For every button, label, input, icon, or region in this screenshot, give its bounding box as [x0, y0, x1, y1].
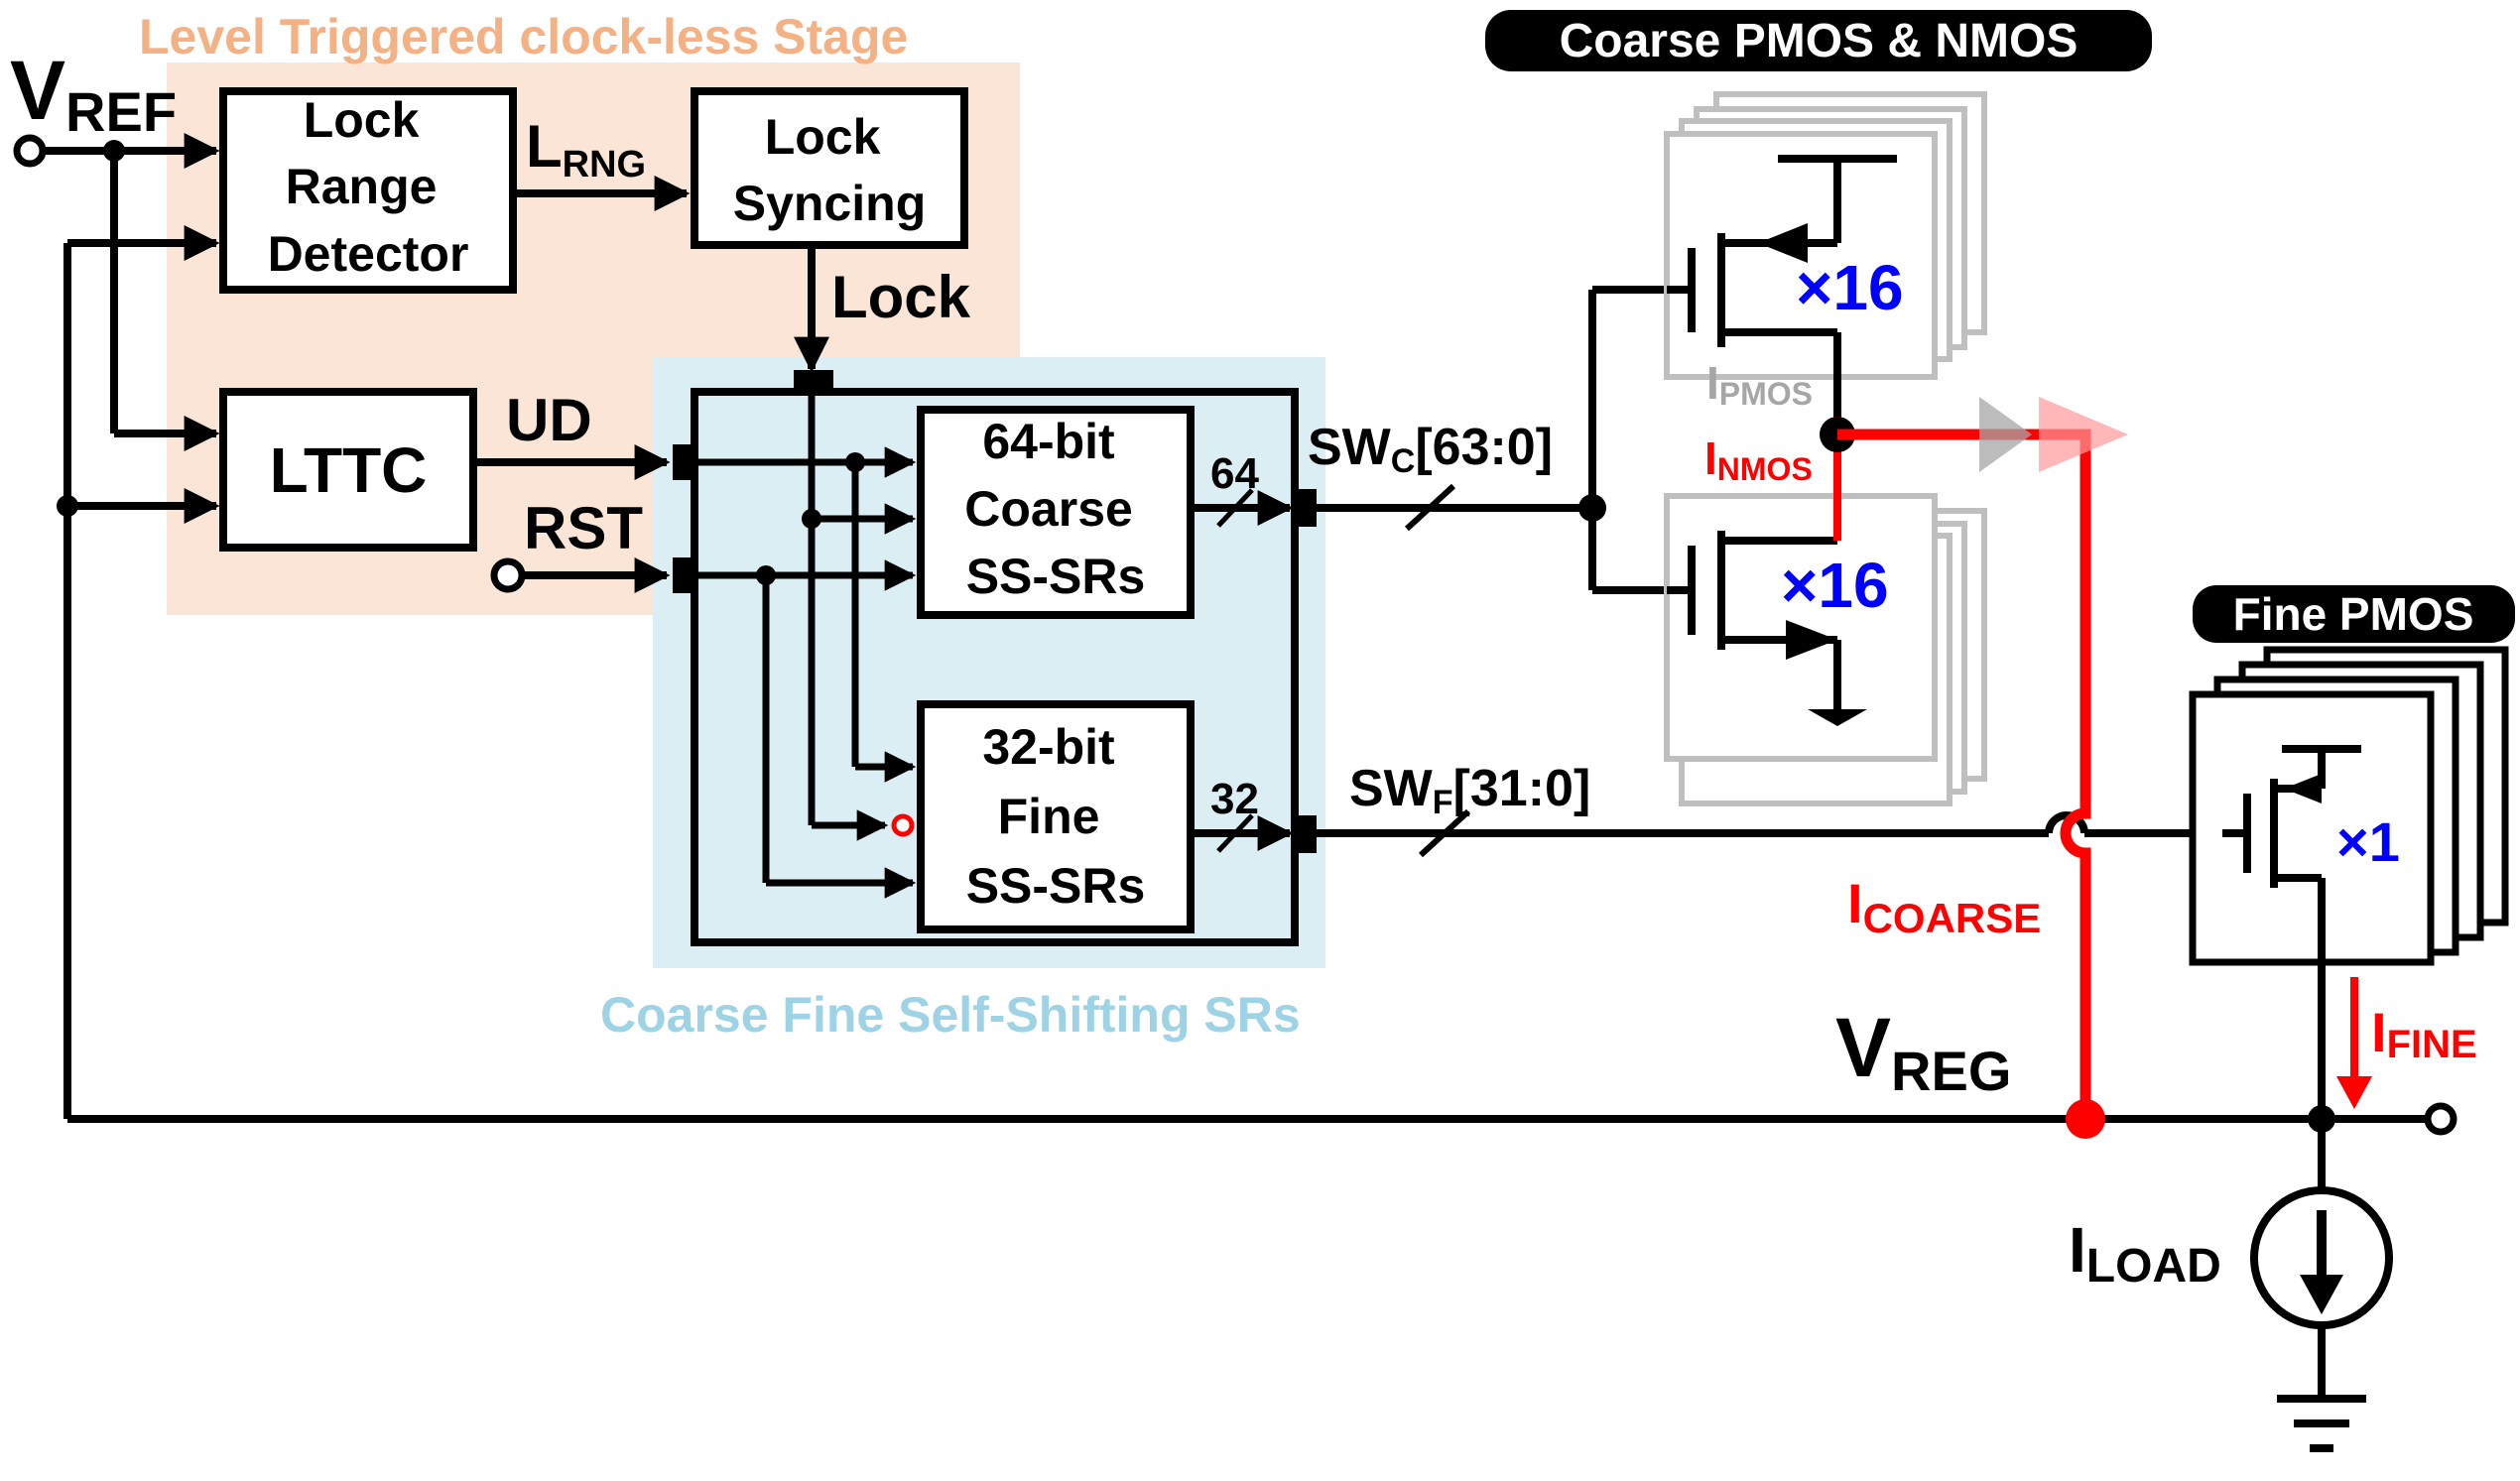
rst-terminal — [490, 557, 526, 593]
fine-sr-block — [917, 700, 1195, 933]
svg-text:Lock Syncing: Lock Syncing — [733, 109, 926, 231]
fine-title: Fine PMOS — [2233, 588, 2474, 640]
fine-pmos-arrow — [2284, 774, 2322, 803]
swf-port — [1295, 815, 1317, 853]
rst-junction — [756, 565, 776, 585]
fine-multiplier: ×1 — [2336, 810, 2400, 873]
vref-junction — [103, 140, 125, 162]
ifine-arrow — [2336, 1076, 2372, 1109]
iload-label: ILOAD — [2069, 1214, 2221, 1293]
fine-sr-line2: Fine — [998, 789, 1100, 844]
coarse-sr-line3: SS-SRs — [966, 549, 1146, 604]
vref-label: VREF — [10, 44, 177, 143]
pmos-arrow — [1758, 223, 1808, 263]
fine-sr-line1: 32-bit — [982, 719, 1115, 775]
sr-region-title: Coarse Fine Self-Shifting SRs — [600, 987, 1301, 1043]
lrng-label: LRNG — [526, 113, 646, 185]
lttc-label: LTTC — [270, 434, 428, 506]
coarse-sr-block — [917, 406, 1195, 619]
coarse-bus-width: 64 — [1210, 449, 1259, 498]
rst-label: RST — [524, 495, 643, 561]
pmos-multiplier: ×16 — [1796, 252, 1904, 323]
lock-sync-line2: Syncing — [733, 176, 926, 231]
ud-junction — [845, 452, 865, 472]
fine-bus-width: 32 — [1210, 775, 1259, 823]
swc-junction — [1578, 494, 1606, 522]
ground-symbol — [2277, 1395, 2366, 1452]
fine-title-pill — [2193, 585, 2515, 643]
pmos-current-arrow — [1979, 397, 2032, 472]
lock-junction — [802, 509, 821, 529]
sr-container — [691, 388, 1299, 946]
stage-title: Level Triggered clock-less Stage — [139, 9, 908, 64]
lock-syncing-block — [691, 87, 968, 249]
icoarse-label: ICOARSE — [1847, 872, 2041, 941]
ud-port — [673, 444, 694, 480]
fine-sr-line3: SS-SRs — [966, 858, 1146, 914]
vreg-label: VREG — [1835, 1001, 2011, 1102]
inverted-lock-bubble — [891, 813, 915, 837]
vreg-terminal — [2424, 1102, 2457, 1136]
vreg-coarse-node — [2066, 1099, 2105, 1139]
vref-terminal — [13, 134, 47, 168]
lttc-block — [219, 388, 477, 552]
nmos-ground — [1808, 709, 1867, 726]
coarse-title: Coarse PMOS & NMOS — [1560, 15, 2079, 67]
inmos-label: INMOS — [1704, 432, 1813, 487]
coarse-current-arrow — [2039, 397, 2128, 472]
lock-label: Lock — [831, 264, 971, 330]
fine-pmos-array — [2189, 646, 2509, 966]
swf-label: SWF[31:0] — [1349, 760, 1590, 821]
lock-port — [794, 370, 833, 392]
rst-port — [673, 557, 694, 593]
lock-range-line3: Detector — [268, 226, 469, 282]
icoarse-path — [1837, 429, 2091, 1119]
coarse-sr-line1: 64-bit — [982, 414, 1115, 469]
nmos-arrow — [1786, 620, 1837, 660]
svg-text:64-bit Coarse SS-SRs: 64-bit Coarse SS-SRs — [964, 414, 1146, 604]
coarse-sr-line2: Coarse — [964, 481, 1133, 537]
load-current-arrow — [2300, 1275, 2343, 1314]
ifine-label: IFINE — [2371, 1001, 2477, 1066]
nmos-multiplier: ×16 — [1781, 550, 1889, 621]
swc-label: SWC[63:0] — [1308, 419, 1553, 480]
svg-text:32-bit Fine SS-SRs: 32-bit Fine SS-SRs — [966, 719, 1146, 914]
coarse-title-pill — [1485, 10, 2152, 71]
swc-port — [1295, 489, 1317, 527]
lock-range-line1: Lock — [304, 92, 420, 148]
lock-range-detector-block — [219, 87, 517, 294]
lock-sync-line1: Lock — [765, 109, 881, 165]
ipmos-label: IPMOS — [1706, 357, 1813, 412]
feedback-junction — [57, 495, 78, 517]
ud-label: UD — [506, 387, 592, 453]
lock-range-line2: Range — [286, 159, 438, 214]
svg-text:Lock Range Detector: Lock Range Detector — [268, 92, 469, 282]
